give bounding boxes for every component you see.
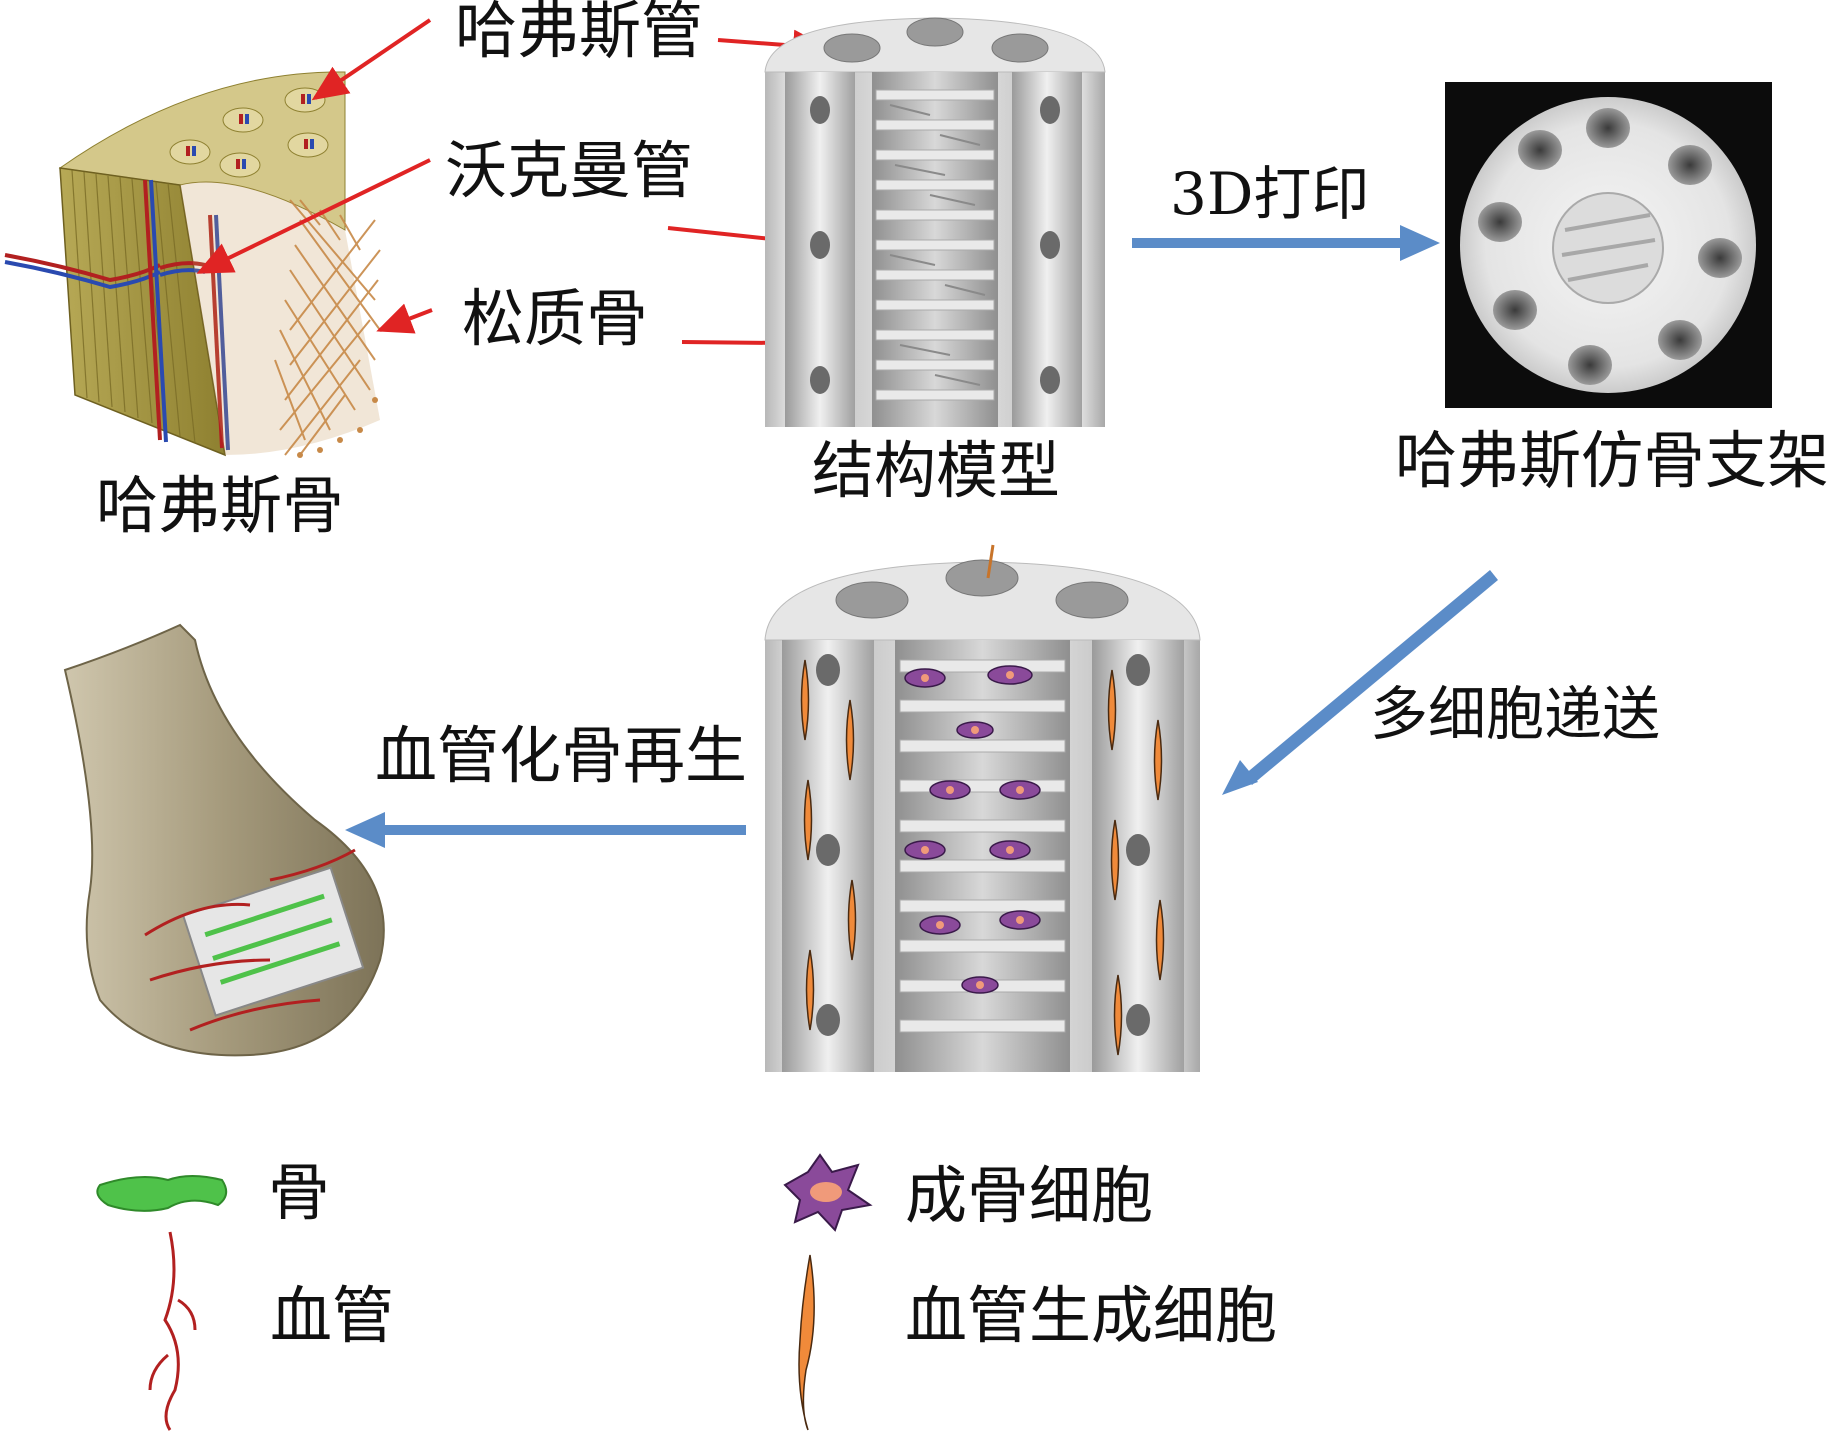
print-arrow [1132, 225, 1440, 261]
osteoblast-icon [783, 1153, 873, 1232]
scaffold-photo [1445, 82, 1772, 408]
legend-vessel-label: 血管 [270, 1279, 395, 1352]
regeneration-arrow [345, 812, 746, 848]
multicell-delivery-label: 多细胞递送 [1370, 680, 1661, 748]
blood-vessel-icon [148, 1231, 197, 1431]
process-arrows [345, 225, 1498, 848]
vascularized-regeneration-label: 血管化骨再生 [375, 719, 748, 792]
haversian-bone-illustration [4, 71, 381, 458]
haversian-canal-label: 哈弗斯管 [455, 0, 704, 67]
cell-loaded-scaffold-illustration [764, 544, 1201, 1072]
haversian-bone-label: 哈弗斯骨 [96, 469, 345, 542]
legend-angiogenic-label: 血管生成细胞 [905, 1279, 1278, 1352]
long-bone-illustration [63, 623, 385, 1057]
green-bone-icon [96, 1175, 228, 1212]
cancellous-bone-label: 松质骨 [462, 282, 649, 355]
volkmann-canal-label: 沃克曼管 [445, 134, 694, 207]
legend-osteoblast-label: 成骨细胞 [905, 1159, 1154, 1232]
legend-icons [96, 1153, 873, 1431]
print-3d-label: 3D打印 [1170, 160, 1370, 228]
delivery-arrow [1222, 570, 1498, 795]
structure-model-label: 结构模型 [812, 434, 1061, 507]
scaffold-label: 哈弗斯仿骨支架 [1395, 424, 1830, 497]
angiogenic-cell-icon [798, 1254, 815, 1431]
structure-model-illustration [764, 17, 1106, 427]
legend-bone-label: 骨 [268, 1156, 331, 1229]
